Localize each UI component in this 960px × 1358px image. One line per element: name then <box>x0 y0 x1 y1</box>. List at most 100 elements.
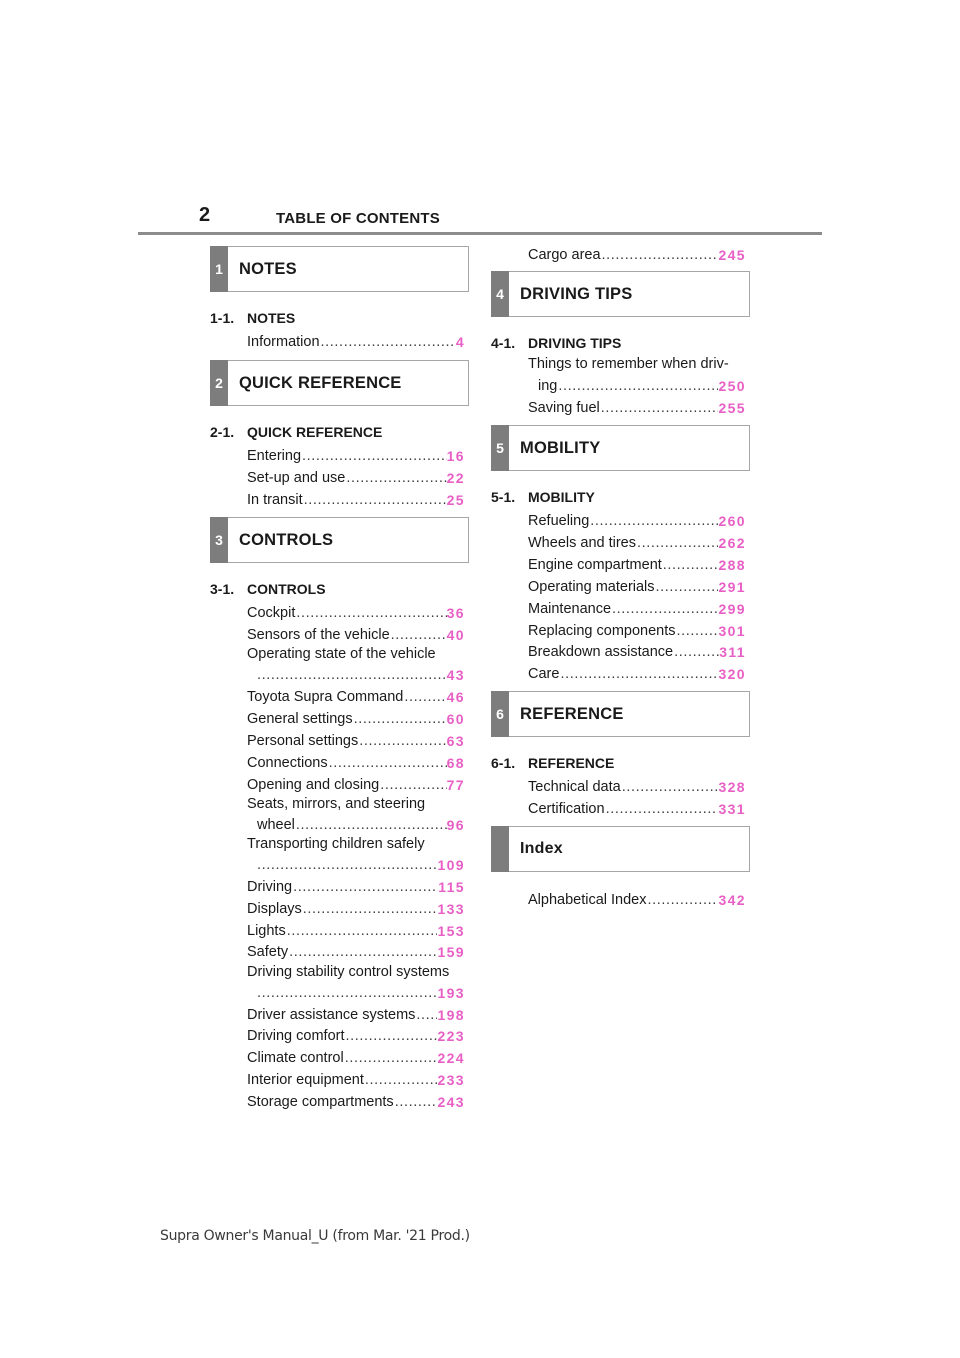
leader-dots: ........................................… <box>257 857 438 873</box>
toc-entry[interactable]: Information.............................… <box>247 334 465 350</box>
leader-dots: ........................................… <box>404 689 447 705</box>
toc-entry[interactable]: Care....................................… <box>528 666 746 682</box>
toc-entry[interactable]: Wheels and tires........................… <box>528 535 746 551</box>
chapter-box-driving-tips[interactable]: 4 DRIVING TIPS <box>491 271 750 317</box>
chapter-title: MOBILITY <box>520 438 601 457</box>
leader-dots: ........................................… <box>590 513 719 529</box>
chapter-box-mobility[interactable]: 5 MOBILITY <box>491 425 750 471</box>
toc-entry[interactable]: Connections.............................… <box>247 755 465 771</box>
page-link: 96 <box>446 817 465 833</box>
leader-dots: ........................................… <box>295 817 447 833</box>
toc-entry[interactable]: wheel...................................… <box>257 817 465 833</box>
toc-entry[interactable]: Technical data..........................… <box>528 779 746 795</box>
toc-entry-line1[interactable]: Transporting children safely <box>247 836 425 852</box>
toc-entry[interactable]: Interior equipment......................… <box>247 1072 465 1088</box>
chapter-box-controls[interactable]: 3 CONTROLS <box>210 517 469 563</box>
toc-entry[interactable]: Breakdown assistance....................… <box>528 644 746 660</box>
toc-entry[interactable]: Lights..................................… <box>247 923 465 939</box>
toc-entry[interactable]: Set-up and use..........................… <box>247 470 465 486</box>
toc-entry[interactable]: Replacing components....................… <box>528 623 746 639</box>
toc-entry-line1[interactable]: Things to remember when driv- <box>528 356 729 372</box>
leader-dots: ........................................… <box>257 667 447 683</box>
toc-entry[interactable]: Driving.................................… <box>247 879 465 895</box>
leader-dots: ........................................… <box>601 247 719 263</box>
leader-dots: ........................................… <box>600 400 719 416</box>
toc-entry[interactable]: ........................................… <box>247 663 465 683</box>
toc-entry[interactable]: Climate control.........................… <box>247 1050 465 1066</box>
toc-entry[interactable]: In transit..............................… <box>247 492 465 508</box>
toc-entry[interactable]: Opening and closing.....................… <box>247 777 465 793</box>
toc-entry[interactable]: Storage compartments....................… <box>247 1094 465 1110</box>
toc-entry-line1[interactable]: Driving stability control systems <box>247 964 450 980</box>
leader-dots: ........................................… <box>637 535 718 551</box>
chapter-box-notes[interactable]: 1 NOTES <box>210 246 469 292</box>
toc-entry[interactable]: Sensors of the vehicle..................… <box>247 627 465 643</box>
toc-entry[interactable]: Driving comfort.........................… <box>247 1028 465 1044</box>
section-heading: 6-1.REFERENCE <box>491 755 615 771</box>
leader-dots: ........................................… <box>558 378 718 394</box>
page-link: 223 <box>437 1028 465 1044</box>
leader-dots: ........................................… <box>293 879 438 895</box>
toc-entry[interactable]: Refueling...............................… <box>528 513 746 529</box>
section-heading: 5-1.MOBILITY <box>491 489 595 505</box>
chapter-box-index[interactable]: Index <box>491 826 750 872</box>
toc-entry[interactable]: Certification...........................… <box>528 801 746 817</box>
chapter-title: Index <box>520 840 563 857</box>
leader-dots: ........................................… <box>647 892 719 908</box>
toc-entry-line1[interactable]: Seats, mirrors, and steering <box>247 796 426 812</box>
toc-entry[interactable]: Alphabetical Index......................… <box>528 892 746 908</box>
chapter-title: REFERENCE <box>520 704 624 723</box>
page-link: 159 <box>437 944 465 960</box>
page-link: 331 <box>718 801 746 817</box>
leader-dots: ........................................… <box>380 777 447 793</box>
chapter-tab: 1 <box>210 246 228 292</box>
chapter-tab: 6 <box>491 691 509 737</box>
page-link: 4 <box>455 334 465 350</box>
leader-dots: ........................................… <box>621 779 719 795</box>
page-link: 36 <box>446 605 465 621</box>
chapter-box-quick-reference[interactable]: 2 QUICK REFERENCE <box>210 360 469 406</box>
page-link: 25 <box>446 492 465 508</box>
leader-dots: ........................................… <box>674 644 719 660</box>
leader-dots: ........................................… <box>353 711 447 727</box>
section-heading: 4-1.DRIVING TIPS <box>491 335 622 351</box>
page-link: 133 <box>437 901 465 917</box>
leader-dots: ........................................… <box>416 1007 437 1023</box>
section-heading: 2-1.QUICK REFERENCE <box>210 424 383 440</box>
leader-dots: ........................................… <box>345 1028 438 1044</box>
toc-entry[interactable]: Personal settings.......................… <box>247 733 465 749</box>
page-header-title: TABLE OF CONTENTS <box>276 210 440 227</box>
toc-entry[interactable]: Displays................................… <box>247 901 465 917</box>
page-link: 291 <box>718 579 746 595</box>
toc-entry[interactable]: Driver assistance systems...............… <box>247 1007 465 1023</box>
page-link: 245 <box>718 247 746 263</box>
chapter-tab: 3 <box>210 517 228 563</box>
toc-entry-line1[interactable]: Operating state of the vehicle <box>247 646 436 662</box>
page-link: 115 <box>438 879 465 895</box>
toc-entry[interactable]: Safety..................................… <box>247 944 465 960</box>
toc-entry[interactable]: Maintenance.............................… <box>528 601 746 617</box>
page-link: 233 <box>437 1072 465 1088</box>
toc-entry[interactable]: Saving fuel.............................… <box>528 400 746 416</box>
page-link: 311 <box>719 644 746 660</box>
page-link: 288 <box>718 557 746 573</box>
page-link: 198 <box>437 1007 465 1023</box>
leader-dots: ........................................… <box>346 470 447 486</box>
leader-dots: ........................................… <box>364 1072 438 1088</box>
toc-entry[interactable]: General settings........................… <box>247 711 465 727</box>
chapter-box-reference[interactable]: 6 REFERENCE <box>491 691 750 737</box>
toc-entry[interactable]: Cockpit.................................… <box>247 605 465 621</box>
leader-dots: ........................................… <box>560 666 718 682</box>
toc-entry[interactable]: ing.....................................… <box>538 378 746 394</box>
toc-entry[interactable]: Cargo area..............................… <box>528 247 746 263</box>
leader-dots: ........................................… <box>296 605 446 621</box>
toc-entry[interactable]: Engine compartment......................… <box>528 557 746 573</box>
toc-entry[interactable]: Operating materials.....................… <box>528 579 746 595</box>
toc-entry[interactable]: ........................................… <box>247 853 465 873</box>
toc-entry[interactable]: Toyota Supra Command....................… <box>247 689 465 705</box>
page-link: 43 <box>446 667 465 683</box>
page-link: 299 <box>718 601 746 617</box>
toc-entry[interactable]: Entering................................… <box>247 448 465 464</box>
page-link: 77 <box>446 777 465 793</box>
toc-entry[interactable]: ........................................… <box>247 981 465 1001</box>
